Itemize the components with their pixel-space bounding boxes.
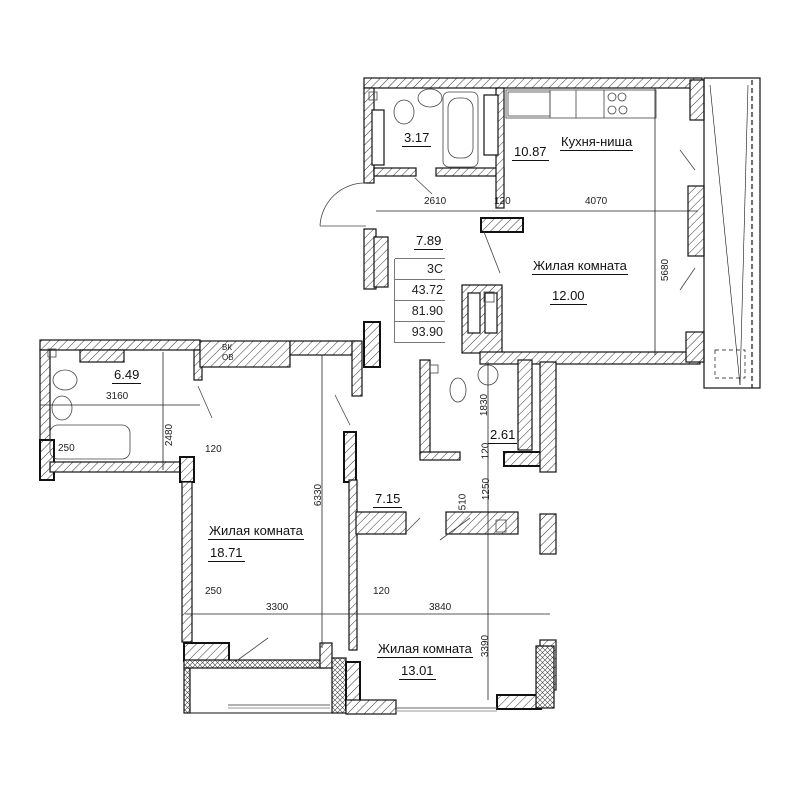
- dim-120-left: 120: [205, 444, 222, 455]
- room-area-living-3: 13.01: [399, 663, 436, 680]
- dim-120-bottom: 120: [373, 586, 390, 597]
- balcony-right: [703, 77, 761, 389]
- room-name-living-3: Жилая комната: [377, 641, 473, 658]
- total-area-with-balconies: 93.90: [395, 321, 445, 343]
- room-area-living-2: 18.71: [208, 545, 245, 562]
- dim-3840: 3840: [429, 602, 452, 613]
- doors: [197, 149, 696, 663]
- dim-1250: 1250: [481, 477, 493, 501]
- room-area-bathroom-1: 3.17: [402, 130, 432, 147]
- dim-3160: 3160: [106, 391, 129, 402]
- room-name-living-1: Жилая комната: [532, 258, 628, 275]
- fixtures: [47, 88, 657, 533]
- dim-2610: 2610: [424, 196, 447, 207]
- dim-4070: 4070: [585, 196, 608, 207]
- total-area: 81.90: [395, 300, 445, 322]
- shaft-label-vk: ВК: [222, 343, 232, 352]
- room-name-kitchen: Кухня-ниша: [560, 134, 634, 151]
- room-area-living-1: 12.00: [550, 288, 587, 305]
- dim-2480: 2480: [164, 423, 176, 447]
- dim-250-bath: 250: [58, 443, 75, 454]
- room-area-bathroom-2: 6.49: [112, 367, 142, 384]
- dim-250-bottom: 250: [205, 586, 222, 597]
- room-area-bathroom-3: 2.61: [488, 427, 518, 444]
- dim-5680: 5680: [660, 258, 672, 282]
- apartment-code: 3С: [395, 258, 445, 280]
- dim-1830: 1830: [479, 393, 491, 417]
- room-area-hall: 7.89: [414, 233, 444, 250]
- living-area-total: 43.72: [395, 279, 445, 301]
- dim-120-mid: 120: [480, 442, 492, 460]
- shaft-label-ov: ОВ: [222, 353, 234, 362]
- room-area-kitchen: 10.87: [512, 144, 549, 161]
- apartment-summary-table: 3С 43.72 81.90 93.90: [394, 258, 445, 343]
- dim-120-top: 120: [494, 196, 511, 207]
- balcony-bottom: [190, 704, 497, 714]
- dimension-lines: [40, 88, 698, 700]
- dim-3300: 3300: [266, 602, 289, 613]
- dim-6330: 6330: [313, 483, 325, 507]
- room-area-corridor: 7.15: [373, 491, 403, 508]
- room-name-living-2: Жилая комната: [208, 523, 304, 540]
- dim-3390: 3390: [480, 634, 492, 658]
- dim-510: 510: [457, 493, 469, 511]
- walls: [39, 77, 705, 715]
